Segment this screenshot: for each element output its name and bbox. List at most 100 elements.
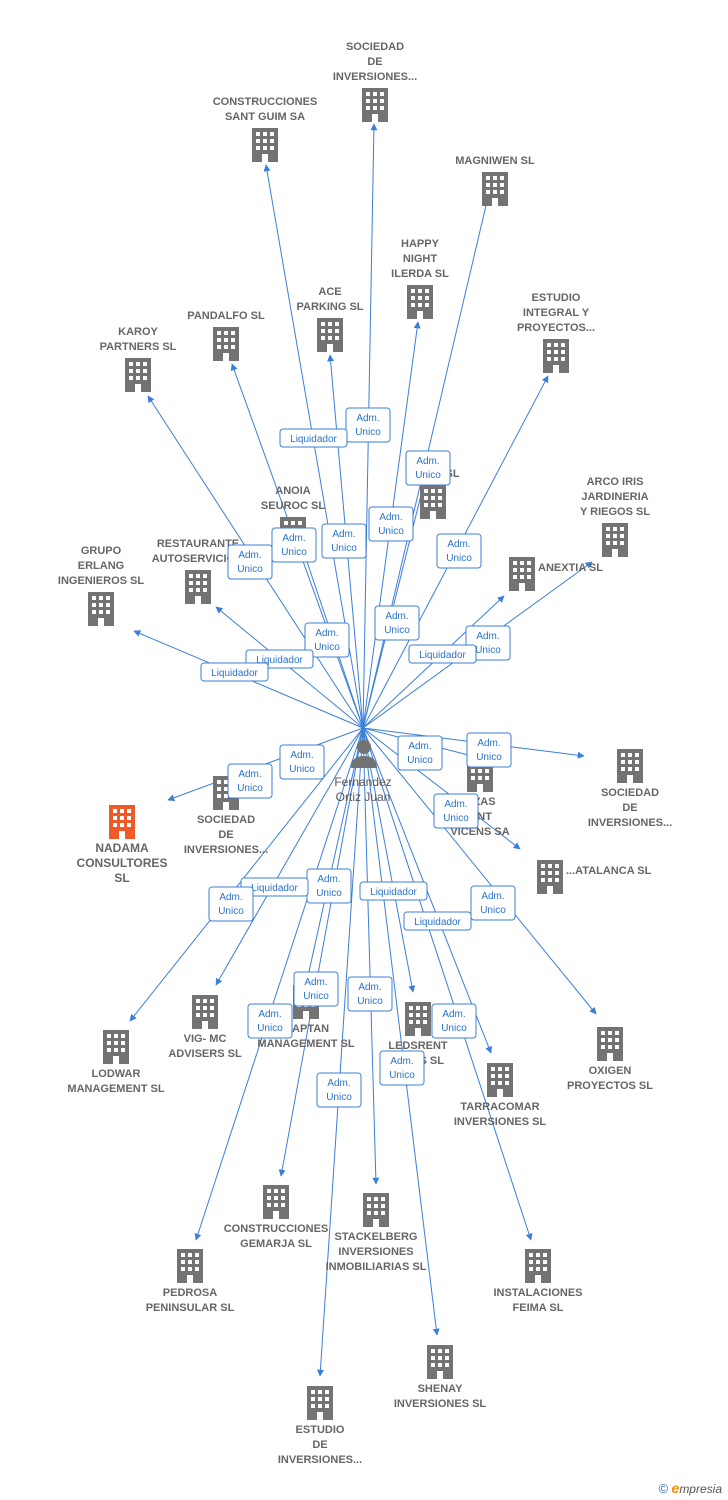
role-badge[interactable]: Adm.Unico: [279, 744, 325, 780]
company-label-line: OXIGEN: [589, 1065, 632, 1077]
company-node-sociedad-left[interactable]: SOCIEDADDEINVERSIONES...: [184, 776, 268, 856]
building-icon: [88, 592, 114, 626]
building-icon: [125, 358, 151, 392]
role-badge[interactable]: Adm.Unico: [345, 407, 391, 443]
company-label-line: PROYECTOS SL: [567, 1080, 653, 1092]
role-badge[interactable]: Adm.Unico: [436, 533, 482, 569]
role-badge[interactable]: Adm.Unico: [227, 763, 273, 799]
company-node-vig-mc[interactable]: VIG- MC ADVISERS SL: [168, 995, 242, 1060]
company-node-pedrosa[interactable]: PEDROSA PENINSULAR SL: [146, 1249, 235, 1314]
role-badge[interactable]: Adm.Unico: [470, 885, 516, 921]
role-badge[interactable]: Liquidador: [403, 911, 472, 931]
role-badge[interactable]: Adm.Unico: [466, 732, 512, 768]
badge-label: Adm.: [385, 611, 408, 622]
company-label-line: PEDROSA: [163, 1287, 217, 1299]
role-badge[interactable]: Adm.Unico: [208, 886, 254, 922]
badge-label: Adm.: [390, 1056, 413, 1067]
badge-label: Adm.: [282, 533, 305, 544]
badge-label: Unico: [475, 645, 501, 656]
badge-box: [227, 763, 273, 799]
role-badge[interactable]: Adm.Unico: [304, 622, 350, 658]
badge-label: Unico: [237, 783, 263, 794]
company-label-line: PENINSULAR SL: [146, 1302, 235, 1314]
company-node-sociedad-top[interactable]: SOCIEDADDEINVERSIONES...: [333, 41, 417, 122]
building-icon: [407, 285, 433, 319]
company-node-sociedad-right[interactable]: SOCIEDADDEINVERSIONES...: [588, 749, 672, 829]
company-node-anoia-seuroc[interactable]: ANOIA SEUROC SL: [261, 485, 325, 551]
role-badge[interactable]: Adm.Unico: [227, 544, 273, 580]
role-badge[interactable]: Adm.Unico: [374, 605, 420, 641]
company-label-line: LEDSRENT: [388, 1040, 448, 1052]
badge-label: Adm.: [304, 977, 327, 988]
role-badge[interactable]: Liquidador: [359, 881, 428, 901]
badge-label: Adm.: [356, 413, 379, 424]
nodes-layer: SOCIEDADDEINVERSIONES...CONSTRUCCIONESSA…: [58, 41, 672, 1466]
badge-label: Unico: [289, 764, 315, 775]
role-badge[interactable]: Adm.Unico: [405, 450, 451, 486]
role-badge[interactable]: Adm.Unico: [316, 1072, 362, 1108]
company-label-line: ESTUDIO: [532, 292, 581, 304]
role-badge[interactable]: Adm.Unico: [306, 868, 352, 904]
role-badge[interactable]: Adm.Unico: [368, 506, 414, 542]
role-badge[interactable]: Adm.Unico: [431, 1003, 477, 1039]
badge-label: Adm.: [315, 628, 338, 639]
badge-label: Adm.: [238, 550, 261, 561]
footer-brand[interactable]: © empresia: [659, 1480, 722, 1496]
building-icon: [525, 1249, 551, 1283]
company-label-line: SEUROC SL: [261, 500, 325, 512]
badge-label: Adm.: [477, 738, 500, 749]
badge-label: Unico: [446, 553, 472, 564]
company-node-anextia[interactable]: ANEXTIA SL: [509, 557, 603, 591]
company-label-line: ADVISERS SL: [168, 1048, 242, 1060]
company-node-catalanca[interactable]: ...ATALANCA SL: [537, 860, 652, 894]
role-badge[interactable]: Adm.Unico: [247, 1003, 293, 1039]
company-node-estudio-bottom[interactable]: ESTUDIODEINVERSIONES...: [278, 1386, 362, 1466]
badge-label: Liquidador: [251, 883, 298, 894]
role-badge[interactable]: Adm.Unico: [347, 976, 393, 1012]
badge-label: Adm.: [379, 512, 402, 523]
company-label-line: SOCIEDAD: [601, 787, 659, 799]
role-badge[interactable]: Adm.Unico: [397, 735, 443, 771]
role-badge[interactable]: Adm.Unico: [293, 971, 339, 1007]
company-node-oxigen[interactable]: OXIGEN PROYECTOS SL: [567, 1027, 653, 1092]
company-label-line: VIG- MC: [184, 1033, 227, 1045]
center-person[interactable]: Fernandez Ortiz Juan: [334, 740, 392, 804]
company-label-line: ...ATALANCA SL: [566, 865, 652, 877]
role-badge[interactable]: Adm.Unico: [321, 523, 367, 559]
role-badge[interactable]: Adm.Unico: [379, 1050, 425, 1086]
building-icon: [602, 523, 628, 557]
company-node-restaurante[interactable]: RESTAURANTEAUTOSERVICIO...: [152, 538, 245, 604]
role-badge[interactable]: Liquidador: [200, 662, 269, 682]
role-badge[interactable]: Liquidador: [279, 428, 348, 448]
company-label-line: INVERSIONES...: [333, 71, 417, 83]
role-badge[interactable]: Adm.Unico: [271, 527, 317, 563]
brand-name: mpresia: [679, 1482, 722, 1496]
company-node-magniwen[interactable]: MAGNIWEN SL: [455, 155, 535, 206]
role-badge[interactable]: Adm.Unico: [465, 625, 511, 661]
badge-label: Liquidador: [370, 887, 417, 898]
edge-vig-mc: [215, 727, 364, 986]
company-label-line: LODWAR: [92, 1068, 141, 1080]
company-label-line: PROYECTOS...: [517, 322, 595, 334]
role-badge[interactable]: Adm.Unico: [433, 793, 479, 829]
role-badge[interactable]: Liquidador: [408, 644, 477, 664]
company-node-pandalfo[interactable]: PANDALFO SL: [187, 310, 265, 361]
building-icon: [405, 1002, 431, 1036]
company-label-line: ANOIA: [275, 485, 311, 497]
